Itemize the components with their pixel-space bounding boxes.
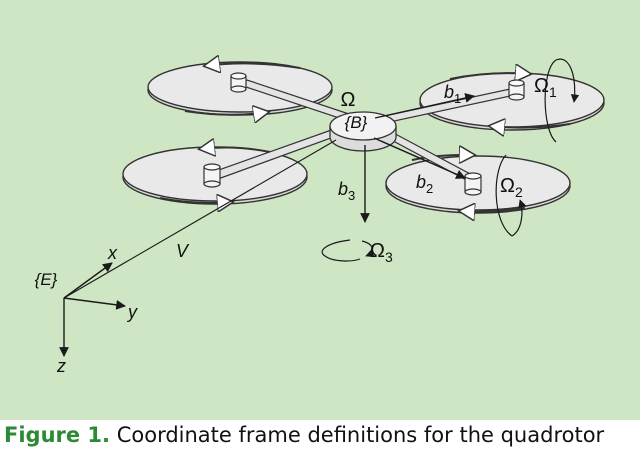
b2-label: b2 bbox=[416, 172, 433, 196]
b2-axis-arrow bbox=[373, 137, 466, 179]
x-axis-label: x bbox=[107, 243, 118, 263]
b3-label: b3 bbox=[338, 179, 355, 203]
figure-caption: Figure 1. Coordinate frame definitions f… bbox=[4, 423, 604, 447]
quadrotor-diagram: Ω {B} {E} b1 b2 b3 Ω1 Ω2 Ω3 x y z V bbox=[35, 0, 605, 376]
caption-area: Figure 1. Coordinate frame definitions f… bbox=[0, 420, 640, 452]
quadrotor-figure: Ω {B} {E} b1 b2 b3 Ω1 Ω2 Ω3 x y z V bbox=[0, 0, 640, 420]
omega3-rotation-arrow bbox=[321, 239, 375, 262]
omega1-rotation-arrow bbox=[544, 58, 580, 143]
omega3-label: Ω3 bbox=[370, 240, 393, 265]
x-axis-arrow bbox=[63, 262, 113, 299]
b1-axis-arrow bbox=[374, 93, 475, 119]
v-label: V bbox=[176, 241, 190, 261]
motor-bottom-right bbox=[464, 172, 482, 196]
y-axis-arrow bbox=[63, 297, 126, 310]
omega2-rotation-arrow bbox=[495, 154, 527, 237]
omega2-label: Ω2 bbox=[500, 175, 523, 200]
central-body bbox=[329, 111, 397, 152]
y-axis-label: y bbox=[126, 302, 138, 322]
omega-label: Ω bbox=[341, 89, 356, 111]
earth-frame-label: {E} bbox=[35, 270, 58, 289]
motor-top-right bbox=[508, 79, 525, 101]
omega1-label: Ω1 bbox=[534, 75, 557, 100]
b1-label: b1 bbox=[444, 82, 461, 106]
caption-text: Coordinate frame definitions for the qua… bbox=[110, 423, 605, 447]
motor-top-left bbox=[230, 72, 247, 93]
figure-number: Figure 1. bbox=[4, 423, 111, 447]
body-frame-label: {B} bbox=[345, 113, 368, 132]
position-vector-line bbox=[63, 139, 337, 299]
z-axis-label: z bbox=[56, 356, 66, 376]
motor-bottom-left bbox=[203, 163, 221, 188]
